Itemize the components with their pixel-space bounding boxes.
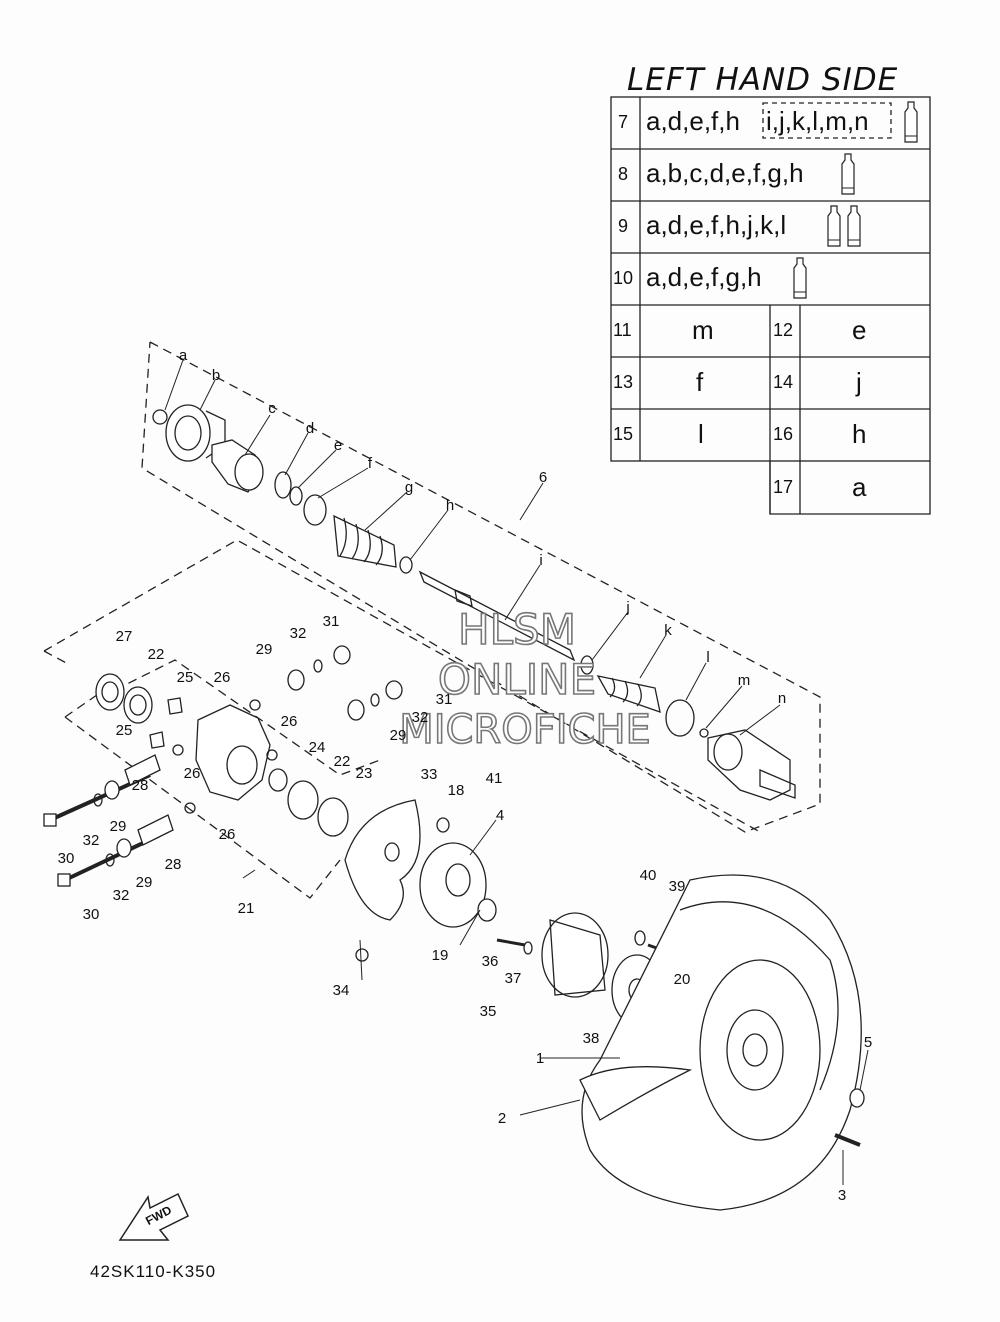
part-callout-18: 18 <box>448 782 465 799</box>
legend-num-15: 15 <box>613 424 634 444</box>
part-callout-39: 39 <box>669 878 686 895</box>
part-callout-31b: 31 <box>436 691 453 708</box>
fwd-arrow-icon <box>118 1192 189 1241</box>
part-callout-32c: 32 <box>83 832 100 849</box>
legend-code-16: h <box>852 419 867 449</box>
part-callout-34: 34 <box>333 982 350 999</box>
part-callout-n: n <box>778 690 786 707</box>
part-callout-20: 20 <box>674 971 691 988</box>
legend-num-14: 14 <box>773 372 794 392</box>
legend-boxed-codes-7: i,j,k,l,m,n <box>766 106 869 136</box>
part-callout-32b: 32 <box>412 709 429 726</box>
part-callout-28a: 28 <box>132 777 149 794</box>
part-callout-29a: 29 <box>256 641 273 658</box>
legend-code-13: f <box>696 367 704 397</box>
part-callout-26b: 26 <box>281 713 298 730</box>
part-callout-c: c <box>268 400 276 417</box>
legend-title: LEFT HAND SIDE <box>627 62 899 98</box>
legend-num-13: 13 <box>613 372 634 392</box>
part-callout-d: d <box>306 420 314 437</box>
legend-code-14: j <box>856 367 862 397</box>
part-callout-b: b <box>212 367 220 384</box>
grease-tube-icon <box>827 205 841 247</box>
grease-tube-icon <box>904 101 918 143</box>
legend-num-9: 9 <box>618 216 629 236</box>
part-callout-27: 27 <box>116 628 133 645</box>
part-callout-6: 6 <box>539 469 547 486</box>
part-callout-36: 36 <box>482 953 499 970</box>
part-callout-26c: 26 <box>184 765 201 782</box>
part-callout-31a: 31 <box>323 613 340 630</box>
part-callout-a: a <box>179 347 188 364</box>
part-callout-26d: 26 <box>219 826 236 843</box>
part-callout-24: 24 <box>309 739 326 756</box>
watermark-line-1: HLSM <box>458 605 576 654</box>
part-callout-22b: 22 <box>334 753 351 770</box>
part-callout-30b: 30 <box>83 906 100 923</box>
legend-num-16: 16 <box>773 424 794 444</box>
part-callout-28b: 28 <box>165 856 182 873</box>
grease-tube-icon <box>793 257 807 299</box>
part-callout-29d: 29 <box>136 874 153 891</box>
legend-num-7: 7 <box>618 112 629 132</box>
part-callout-22a: 22 <box>148 646 165 663</box>
part-callout-35: 35 <box>480 1003 497 1020</box>
part-callout-i: i <box>539 552 542 569</box>
diagram-reference-code: 42SK110-K350 <box>90 1262 217 1281</box>
part-callout-3: 3 <box>838 1187 846 1204</box>
part-callout-29c: 29 <box>110 818 127 835</box>
legend-code-11: m <box>692 315 714 345</box>
part-callout-37: 37 <box>505 970 522 987</box>
legend-code-17: a <box>852 472 867 502</box>
part-callout-33: 33 <box>421 766 438 783</box>
part-callout-40: 40 <box>640 867 657 884</box>
grease-tube-icon <box>847 205 861 247</box>
part-callout-2: 2 <box>498 1110 506 1127</box>
part-callout-m: m <box>738 672 751 689</box>
part-callout-32a: 32 <box>290 625 307 642</box>
part-callout-38: 38 <box>583 1030 600 1047</box>
part-callout-19: 19 <box>432 947 449 964</box>
legend-num-12: 12 <box>773 320 794 340</box>
legend-num-8: 8 <box>618 164 629 184</box>
part-callout-25a: 25 <box>177 669 194 686</box>
legend-num-17: 17 <box>773 477 794 497</box>
legend-code-12: e <box>852 315 867 345</box>
part-callout-21: 21 <box>238 900 255 917</box>
part-callout-5: 5 <box>864 1034 872 1051</box>
part-callout-l: l <box>706 649 709 666</box>
part-callout-32d: 32 <box>113 887 130 904</box>
part-callout-26a: 26 <box>214 669 231 686</box>
part-callout-j: j <box>625 599 629 616</box>
part-callout-41: 41 <box>486 770 503 787</box>
part-callout-30a: 30 <box>58 850 75 867</box>
grease-tube-icon <box>841 153 855 195</box>
part-callout-4: 4 <box>496 807 504 824</box>
part-callout-25b: 25 <box>116 722 133 739</box>
legend-code-15: l <box>698 419 704 449</box>
part-callout-1: 1 <box>536 1050 544 1067</box>
legend-codes-8: a,b,c,d,e,f,g,h <box>646 158 804 188</box>
legend-codes-7: a,d,e,f,h <box>646 106 740 136</box>
legend-codes-9: a,d,e,f,h,j,k,l <box>646 210 787 240</box>
part-callout-f: f <box>368 455 373 472</box>
part-callout-h: h <box>446 497 454 514</box>
watermark-line-3: MICROFICHE <box>399 707 651 753</box>
legend-num-11: 11 <box>613 320 632 340</box>
legend-num-10: 10 <box>613 268 634 288</box>
part-callout-k: k <box>664 622 672 639</box>
part-callout-g: g <box>405 479 413 496</box>
watermark-line-2: ONLINE <box>438 655 596 704</box>
part-callout-e: e <box>334 437 342 454</box>
legend-codes-10: a,d,e,f,g,h <box>646 262 762 292</box>
part-callout-23: 23 <box>356 765 373 782</box>
part-callout-29b: 29 <box>390 727 407 744</box>
